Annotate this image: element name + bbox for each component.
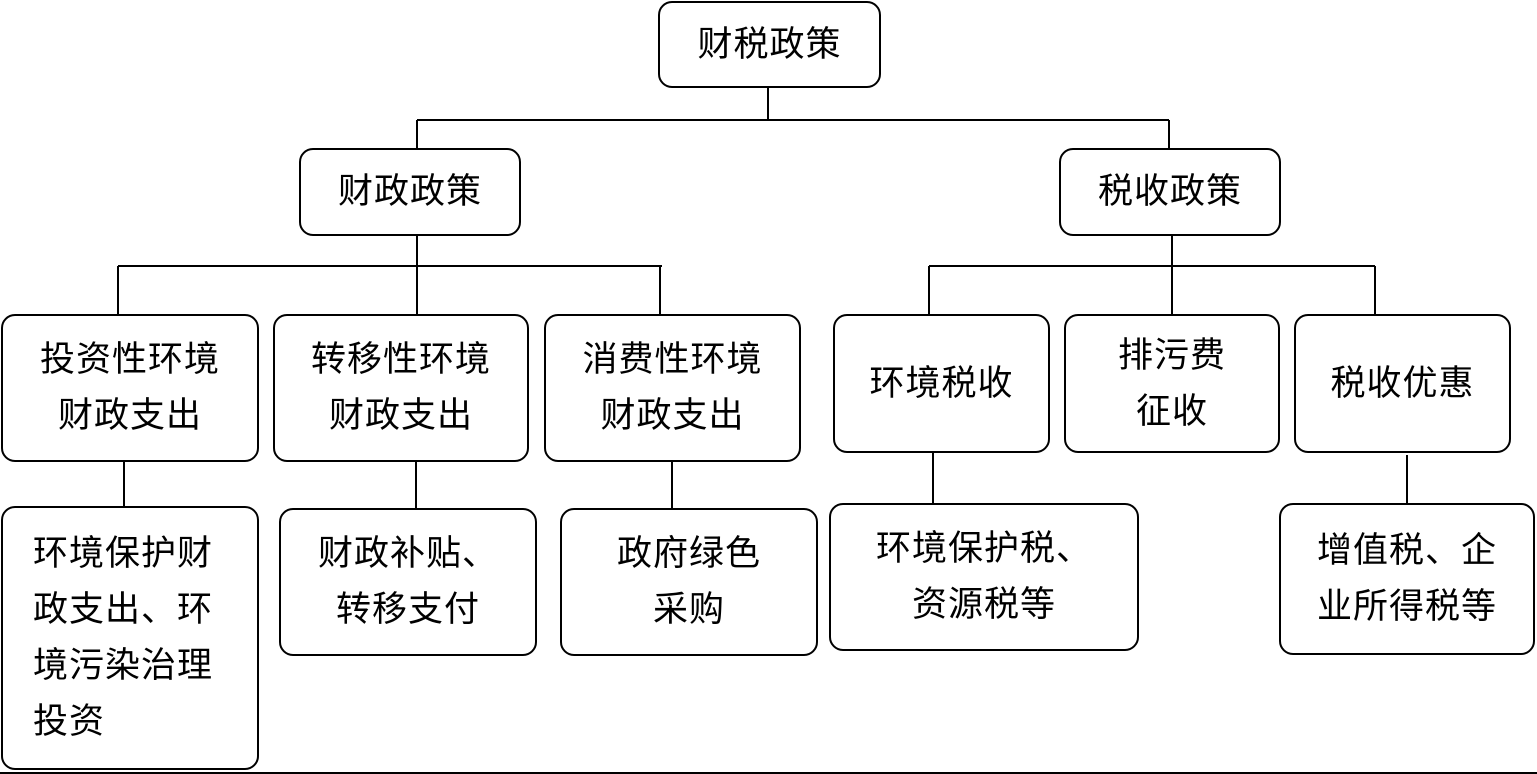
node-detail-transfer-label: 财政补贴、 转移支付: [317, 534, 498, 630]
node-detail-consumption-label: 政府绿色 采购: [616, 534, 761, 630]
node-pollution-fee-label: 排污费 征收: [1117, 335, 1226, 432]
node-tax-incentive: 税收优惠: [1294, 314, 1511, 453]
node-tax-policy-label: 税收政策: [1097, 172, 1242, 212]
node-investment-expenditure: 投资性环境 财政支出: [1, 314, 259, 462]
node-pollution-fee: 排污费 征收: [1064, 314, 1280, 453]
node-detail-tax-incentive: 增值税、企 业所得税等: [1279, 503, 1535, 655]
node-transfer-expenditure-label: 转移性环境 财政支出: [310, 340, 491, 436]
node-consumption-expenditure-label: 消费性环境 财政支出: [582, 340, 763, 436]
node-fiscal-policy: 财政政策: [299, 148, 521, 236]
frame-bottom-line: [0, 772, 1537, 774]
node-root: 财税政策: [658, 1, 881, 88]
node-environmental-tax-label: 环境税收: [869, 363, 1014, 404]
node-detail-consumption: 政府绿色 采购: [560, 508, 818, 656]
node-tax-policy: 税收政策: [1059, 148, 1281, 236]
node-detail-investment: 环境保护财 政支出、环 境污染治理 投资: [1, 506, 259, 770]
node-detail-investment-label: 环境保护财 政支出、环 境污染治理 投资: [33, 534, 214, 742]
node-consumption-expenditure: 消费性环境 财政支出: [544, 314, 801, 462]
node-detail-environmental-tax-label: 环境保护税、 资源税等: [875, 529, 1092, 625]
node-environmental-tax: 环境税收: [833, 314, 1050, 453]
node-fiscal-policy-label: 财政政策: [337, 172, 482, 212]
node-detail-environmental-tax: 环境保护税、 资源税等: [829, 503, 1139, 651]
node-detail-tax-incentive-label: 增值税、企 业所得税等: [1316, 531, 1497, 627]
node-detail-transfer: 财政补贴、 转移支付: [279, 508, 537, 656]
node-transfer-expenditure: 转移性环境 财政支出: [273, 314, 529, 462]
node-investment-expenditure-label: 投资性环境 财政支出: [39, 340, 220, 436]
node-tax-incentive-label: 税收优惠: [1330, 363, 1475, 404]
node-root-label: 财税政策: [697, 24, 842, 65]
